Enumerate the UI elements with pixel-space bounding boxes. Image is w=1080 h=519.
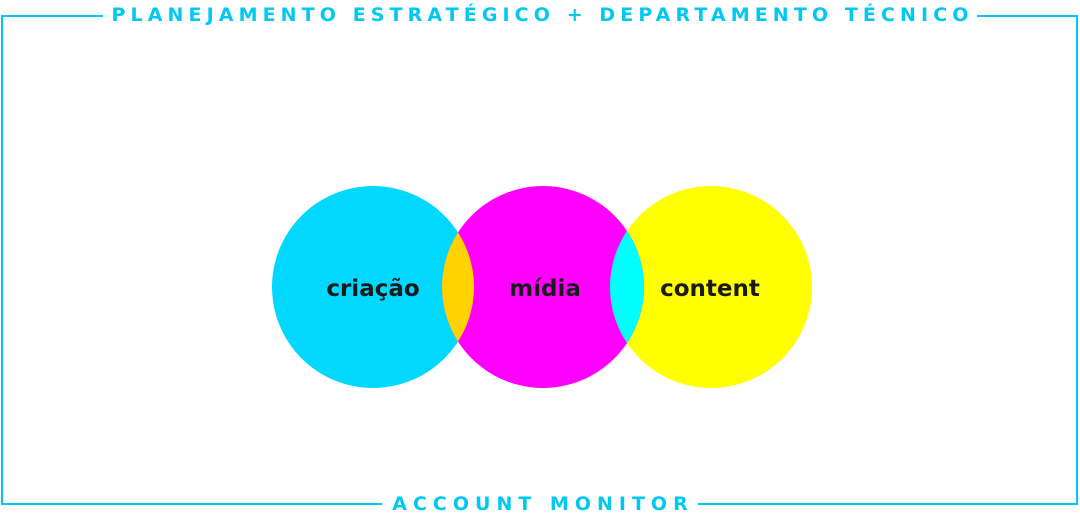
footer-title: ACCOUNT MONITOR [382,489,698,519]
footer-container: ACCOUNT MONITOR [0,489,1080,519]
circle-midia [442,186,644,388]
circle-criacao [272,186,474,388]
label-criacao: criação [326,276,419,302]
circle-content [610,186,812,388]
label-content: content [660,276,760,302]
label-midia: mídia [509,276,581,302]
